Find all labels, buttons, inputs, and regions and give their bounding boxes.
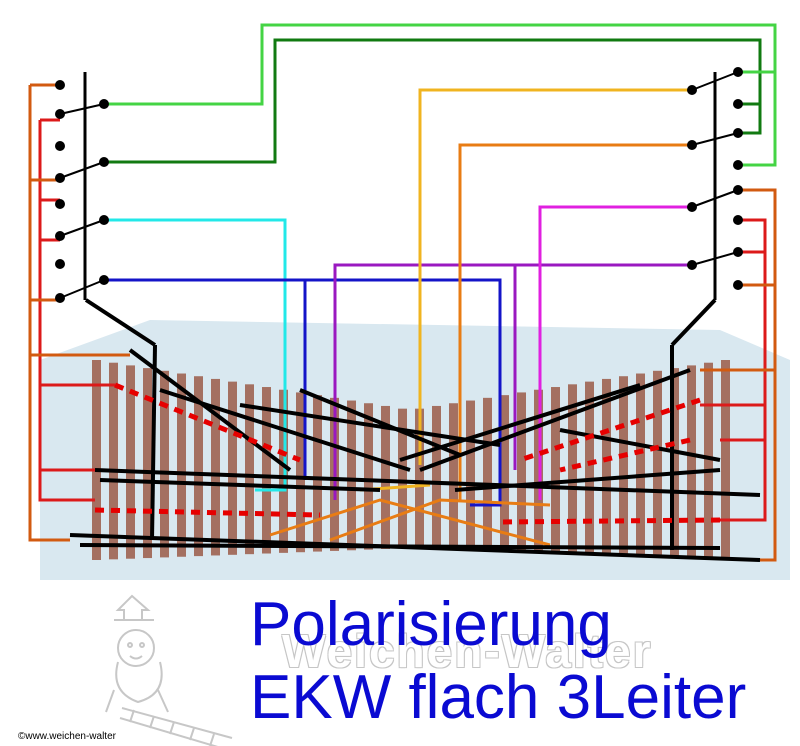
wire-dark-green	[105, 38, 762, 164]
wire-orange	[458, 143, 690, 500]
switch-arm	[59, 103, 105, 115]
sleeper	[109, 362, 118, 560]
sleeper	[211, 378, 220, 556]
switch-arm	[691, 71, 739, 91]
rail-line	[128, 348, 292, 472]
switch-contacts	[55, 67, 743, 303]
sleeper	[126, 365, 135, 559]
switch-arm	[59, 219, 105, 237]
rail-line	[454, 468, 721, 492]
sleeper	[551, 387, 560, 554]
sleeper	[653, 370, 662, 558]
sleeper	[381, 405, 390, 549]
contact-dot	[55, 141, 65, 151]
sleeper	[432, 405, 441, 549]
contact-dot	[55, 259, 65, 269]
wire-light-green	[105, 23, 777, 167]
wire-right-outer-bus	[740, 188, 777, 562]
rail-line	[150, 344, 157, 541]
polarity-dash	[559, 437, 691, 473]
sleeper	[585, 381, 594, 555]
sleeper	[517, 392, 526, 553]
rail-line	[399, 383, 641, 462]
polarity-dash	[114, 382, 301, 463]
sleeper	[92, 360, 101, 560]
polarity-dash	[499, 517, 721, 525]
sleeper	[177, 373, 186, 557]
sleeper	[721, 360, 730, 560]
rail-line	[99, 478, 381, 492]
watermark-text: Weichen-Walter	[282, 625, 653, 677]
sleeper	[347, 400, 356, 551]
rail-line	[79, 543, 721, 550]
wire-cyan	[105, 218, 287, 492]
rail-line	[299, 388, 461, 457]
wire-orange-x1	[269, 498, 551, 547]
switch-arm	[59, 161, 105, 179]
sleeper	[500, 395, 509, 552]
sleeper	[483, 397, 492, 551]
rail-line	[159, 388, 411, 472]
switch-arm	[691, 251, 739, 266]
rails	[69, 298, 761, 562]
sleeper	[602, 378, 611, 556]
contact-dot	[55, 80, 65, 90]
sleeper	[364, 403, 373, 550]
wire-orange-x2	[329, 498, 551, 542]
sleeper	[228, 381, 237, 555]
wire-blue	[105, 278, 502, 507]
sleeper	[143, 368, 152, 559]
sleeper	[704, 362, 713, 560]
sleeper	[313, 395, 322, 552]
sleeper	[398, 408, 407, 549]
sleeper	[636, 373, 645, 557]
contact-dot	[733, 280, 743, 290]
wire-purple-branch	[333, 263, 515, 500]
switch-arm	[59, 279, 105, 299]
wiring	[28, 23, 777, 562]
copyright-note: ©www.weichen-walter	[18, 731, 116, 742]
contact-dot	[733, 99, 743, 109]
sleeper	[262, 387, 271, 554]
sleeper	[296, 392, 305, 553]
rail-line	[84, 298, 157, 347]
rail-line	[559, 428, 721, 462]
sleeper	[568, 384, 577, 555]
rail-line	[239, 403, 501, 447]
sleeper	[245, 384, 254, 555]
sleeper	[466, 400, 475, 551]
sleeper	[687, 365, 696, 559]
rail-line	[419, 368, 691, 472]
switch-arm	[691, 189, 739, 208]
title-line-2: EKW flach 3Leiter	[250, 663, 747, 732]
sleeper	[194, 376, 203, 557]
contact-dot	[733, 215, 743, 225]
sleeper	[415, 408, 424, 549]
wire-left-inner-bus	[38, 120, 95, 502]
contact-dot	[55, 199, 65, 209]
rail-line	[94, 468, 761, 497]
switch-arm	[691, 132, 739, 146]
wire-left-outer-bus	[28, 85, 70, 542]
sleeper	[449, 403, 458, 550]
title-line-1: Polarisierung	[250, 590, 612, 659]
sleeper	[619, 376, 628, 557]
contact-dot	[733, 160, 743, 170]
sleeper	[160, 370, 169, 558]
sleeper	[670, 368, 679, 559]
mascot-logo	[105, 594, 233, 746]
wire-magenta	[538, 205, 690, 500]
wire-yellow	[418, 88, 690, 465]
rail-line	[670, 298, 717, 347]
polarity-dash	[94, 507, 321, 518]
